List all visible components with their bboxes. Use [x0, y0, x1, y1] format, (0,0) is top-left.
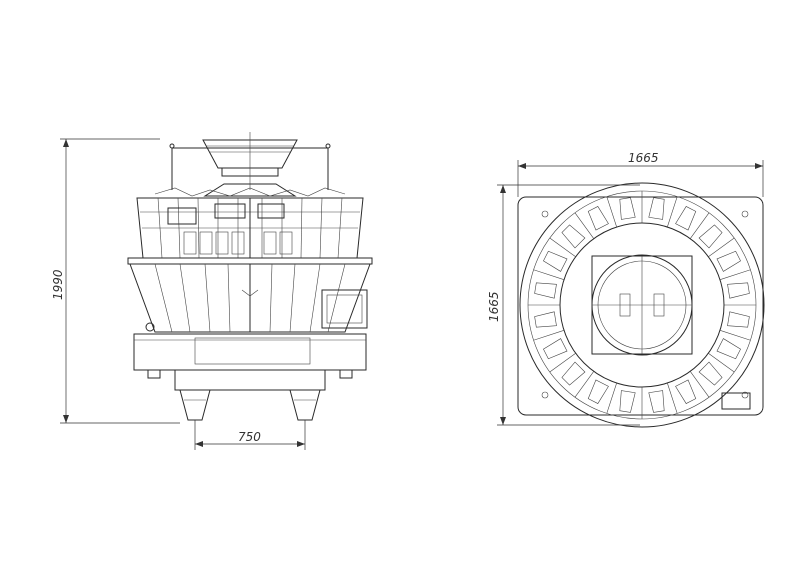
hopper-divider [708, 352, 735, 373]
hopper-divider [667, 196, 678, 228]
dim-base-width: 750 [194, 420, 306, 450]
dim-height-label: 1990 [51, 269, 65, 300]
hopper-divider [689, 371, 710, 398]
hopper-divider [533, 330, 565, 341]
hopper-segment [675, 379, 697, 404]
hopper-segment [587, 206, 609, 231]
dim-base-width-label: 750 [238, 430, 261, 444]
hopper-divider [574, 371, 595, 398]
hopper-divider [606, 196, 617, 228]
hopper-divider [549, 237, 576, 258]
hopper-divider [719, 330, 751, 341]
hopper-divider [574, 212, 595, 239]
hopper-segment [716, 338, 741, 360]
dim-top-width-label: 1665 [628, 151, 659, 165]
hopper-segment [543, 338, 568, 360]
discharge-chutes [174, 369, 326, 421]
hopper-segment [727, 282, 750, 299]
hopper-segment [543, 250, 568, 272]
motor-box [721, 392, 751, 410]
hopper-segment [587, 379, 609, 404]
hopper-segment [561, 224, 586, 249]
hopper-segment [534, 282, 557, 299]
control-screen [321, 289, 368, 329]
hopper-segment [698, 361, 723, 386]
base-frame [133, 322, 367, 379]
dim-top-depth: 1665 [487, 184, 640, 426]
hopper-segment [648, 197, 665, 220]
hopper-segment [716, 250, 741, 272]
top-view: 1665 1665 [487, 151, 765, 428]
dim-height: 1990 [51, 138, 180, 424]
collecting-ring [127, 257, 373, 265]
hopper-segment [727, 311, 750, 328]
hopper-divider [689, 212, 710, 239]
hopper-segment [675, 206, 697, 231]
hopper-divider [719, 269, 751, 280]
hopper-segment [619, 390, 636, 413]
hopper-divider [533, 269, 565, 280]
dim-top-depth-label: 1665 [487, 291, 501, 322]
upper-hoppers [136, 197, 364, 259]
radial-hoppers [528, 191, 756, 419]
dim-top-width: 1665 [517, 151, 764, 197]
front-view: 1990 750 [51, 132, 373, 450]
hopper-segment [619, 197, 636, 220]
hopper-divider [667, 382, 678, 414]
top-cone [154, 183, 346, 197]
hopper-segment [648, 390, 665, 413]
collecting-cone [129, 263, 371, 333]
outer-ring [519, 182, 765, 428]
hopper-divider [549, 352, 576, 373]
feed-funnel [169, 132, 331, 190]
hopper-divider [606, 382, 617, 414]
base-plate [517, 196, 764, 416]
hopper-divider [708, 237, 735, 258]
hopper-segment [534, 311, 557, 328]
hopper-segment [561, 361, 586, 386]
hopper-segment [698, 224, 723, 249]
